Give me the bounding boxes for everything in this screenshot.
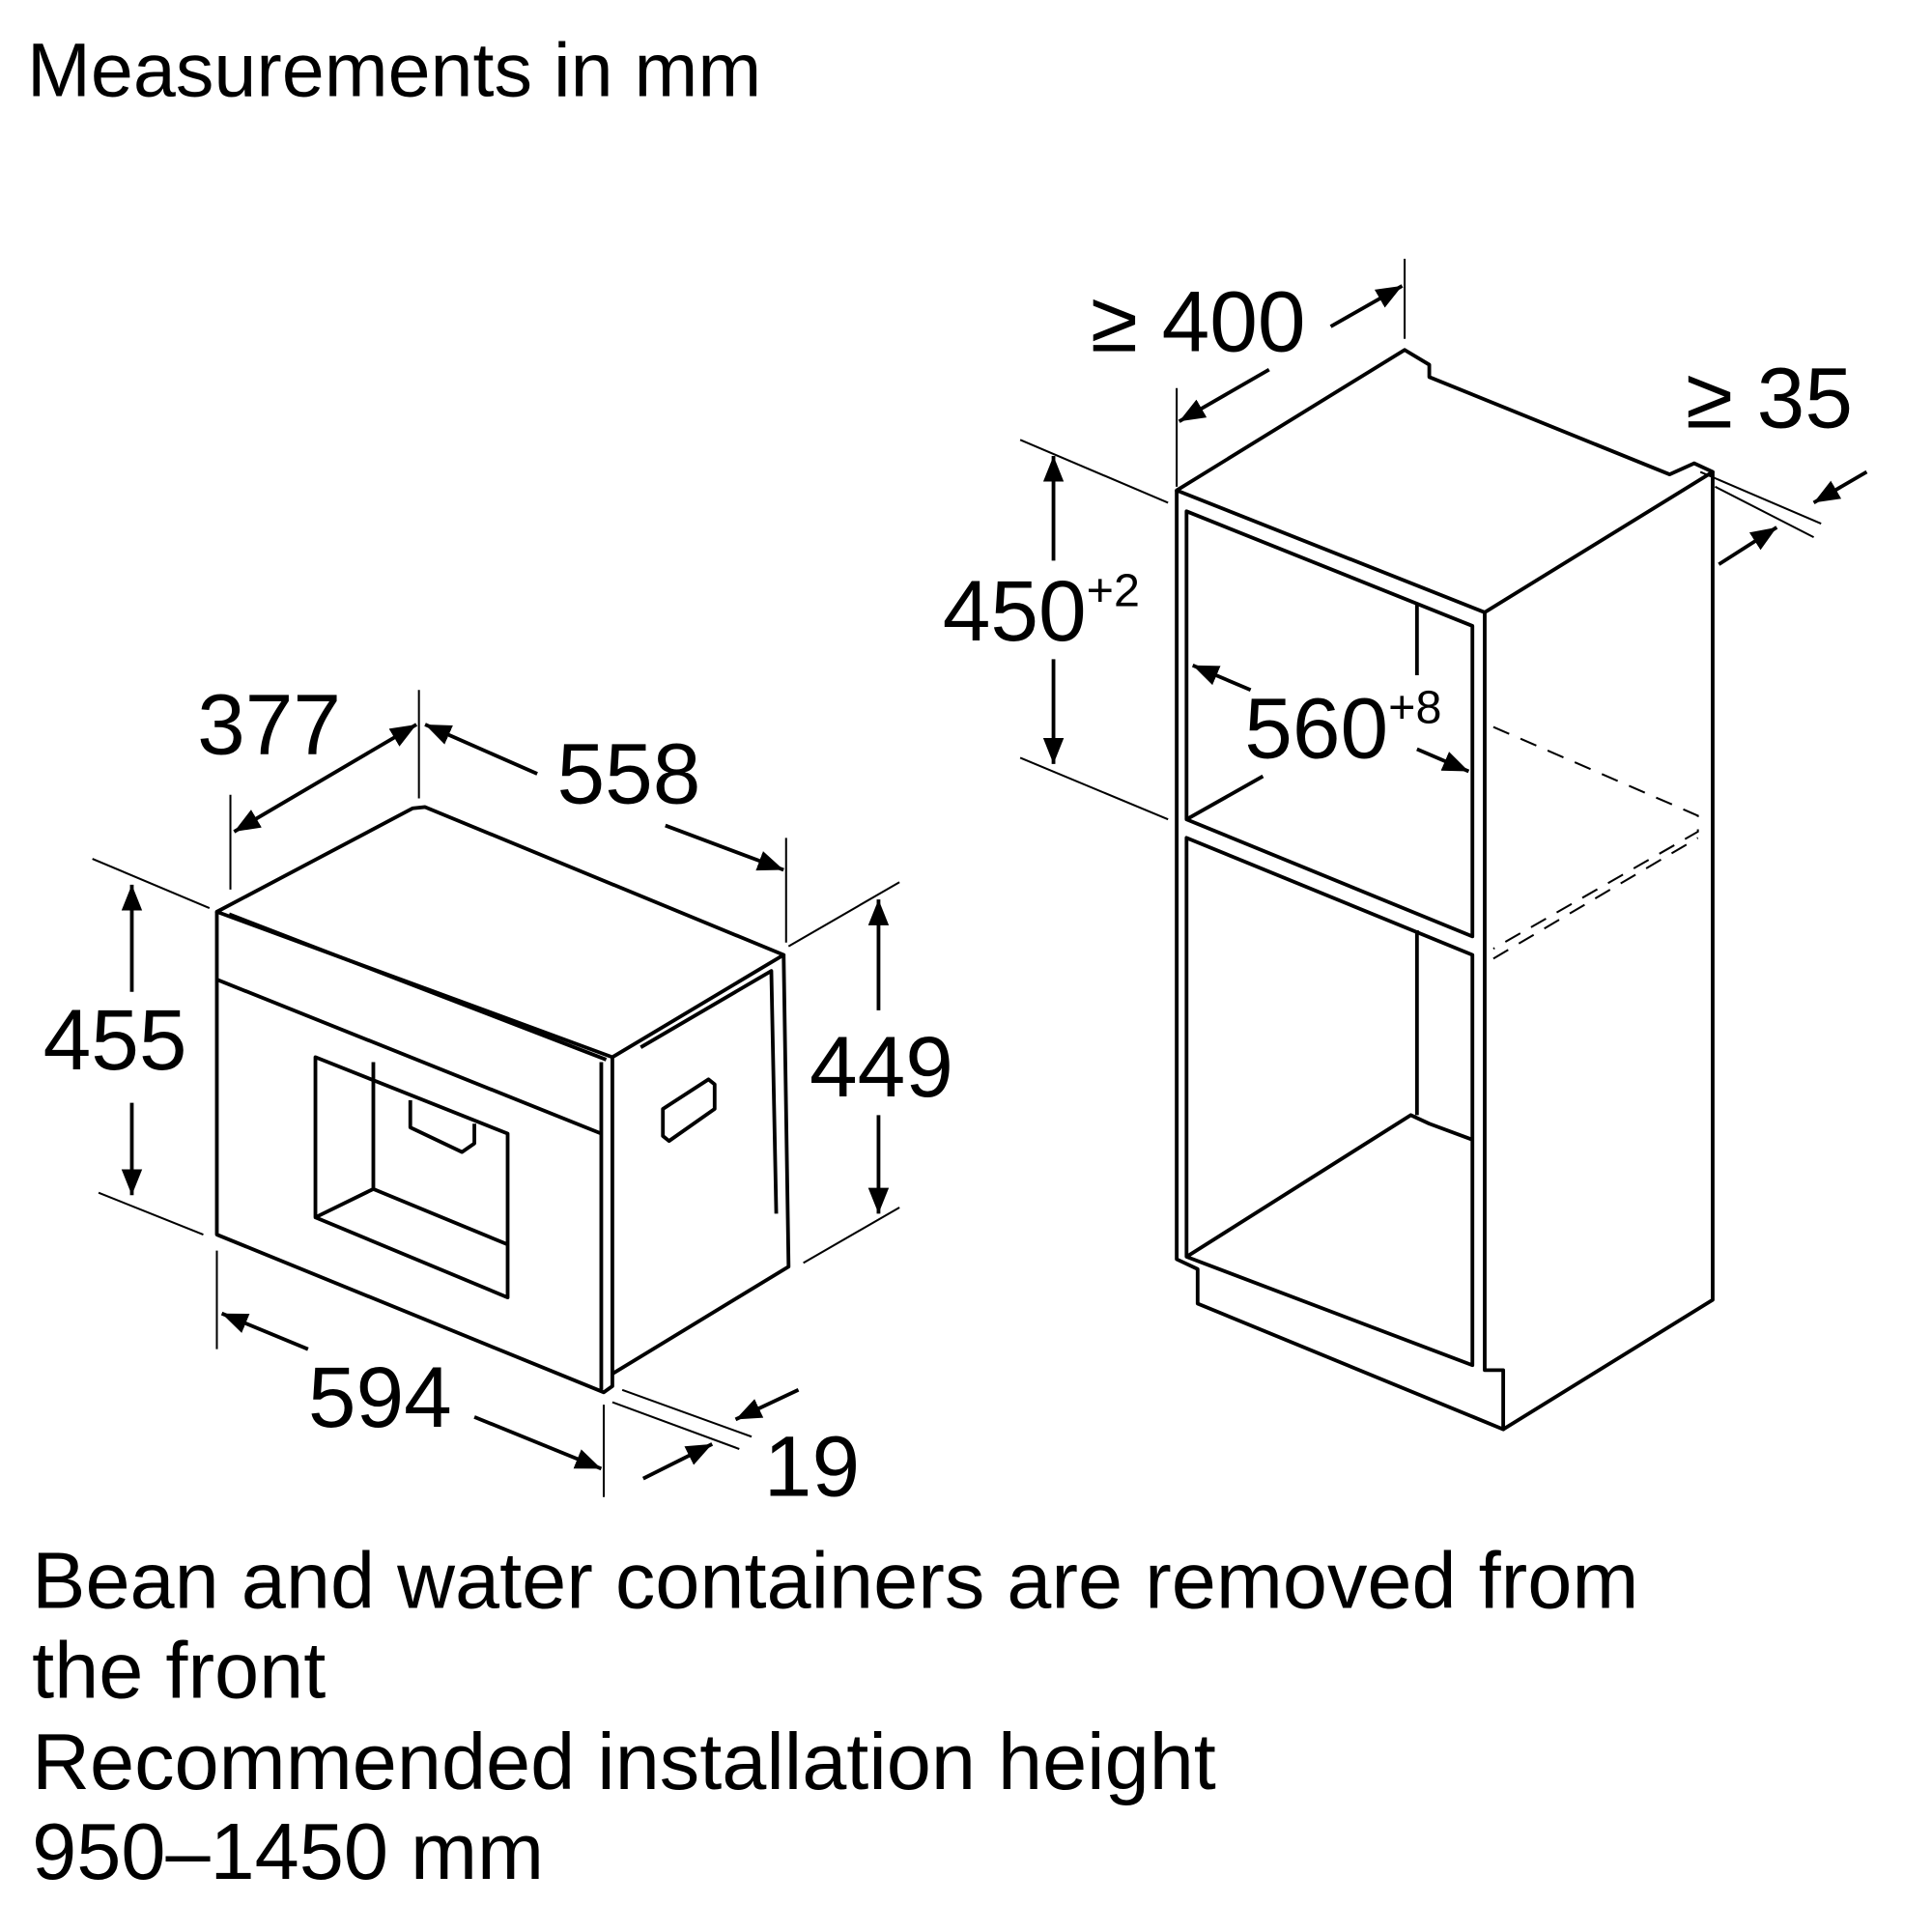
- appliance-dimensions: 455 449 594 19 377 558: [43, 676, 953, 1515]
- width-front-label: 594: [308, 1349, 452, 1445]
- side-handle-icon: [661, 1077, 717, 1144]
- niche-width-value: 560: [1244, 679, 1388, 776]
- min-gap-label: ≥ 35: [1686, 350, 1853, 446]
- niche-height-label: 450+2: [943, 562, 1140, 659]
- note-line: Recommended installation height: [32, 1717, 1216, 1806]
- panel-offset-label: 19: [764, 1417, 860, 1514]
- note-line: the front: [32, 1626, 326, 1716]
- niche-height-value: 450: [943, 562, 1087, 659]
- niche-height-tolerance: +2: [1087, 565, 1140, 617]
- min-depth-label: ≥ 400: [1091, 273, 1306, 370]
- note-line: 950–1450 mm: [32, 1806, 544, 1896]
- height-front-label: 455: [43, 991, 187, 1088]
- cabinet-drawing: [1175, 348, 1715, 1432]
- niche-width-label: 560+8: [1244, 679, 1441, 776]
- depth-top-label: 377: [197, 676, 341, 773]
- page-title: Measurements in mm: [27, 26, 761, 112]
- height-side-label: 449: [810, 1018, 953, 1115]
- niche-width-tolerance: +8: [1388, 682, 1441, 734]
- cabinet-dimensions: ≥ 400 ≥ 35 450+2 560+8: [943, 258, 1868, 821]
- width-depth-label: 558: [557, 725, 701, 822]
- appliance-drawing: [214, 805, 791, 1395]
- notes: Bean and water containers are removed fr…: [32, 1536, 1638, 1897]
- note-line: Bean and water containers are removed fr…: [32, 1536, 1638, 1626]
